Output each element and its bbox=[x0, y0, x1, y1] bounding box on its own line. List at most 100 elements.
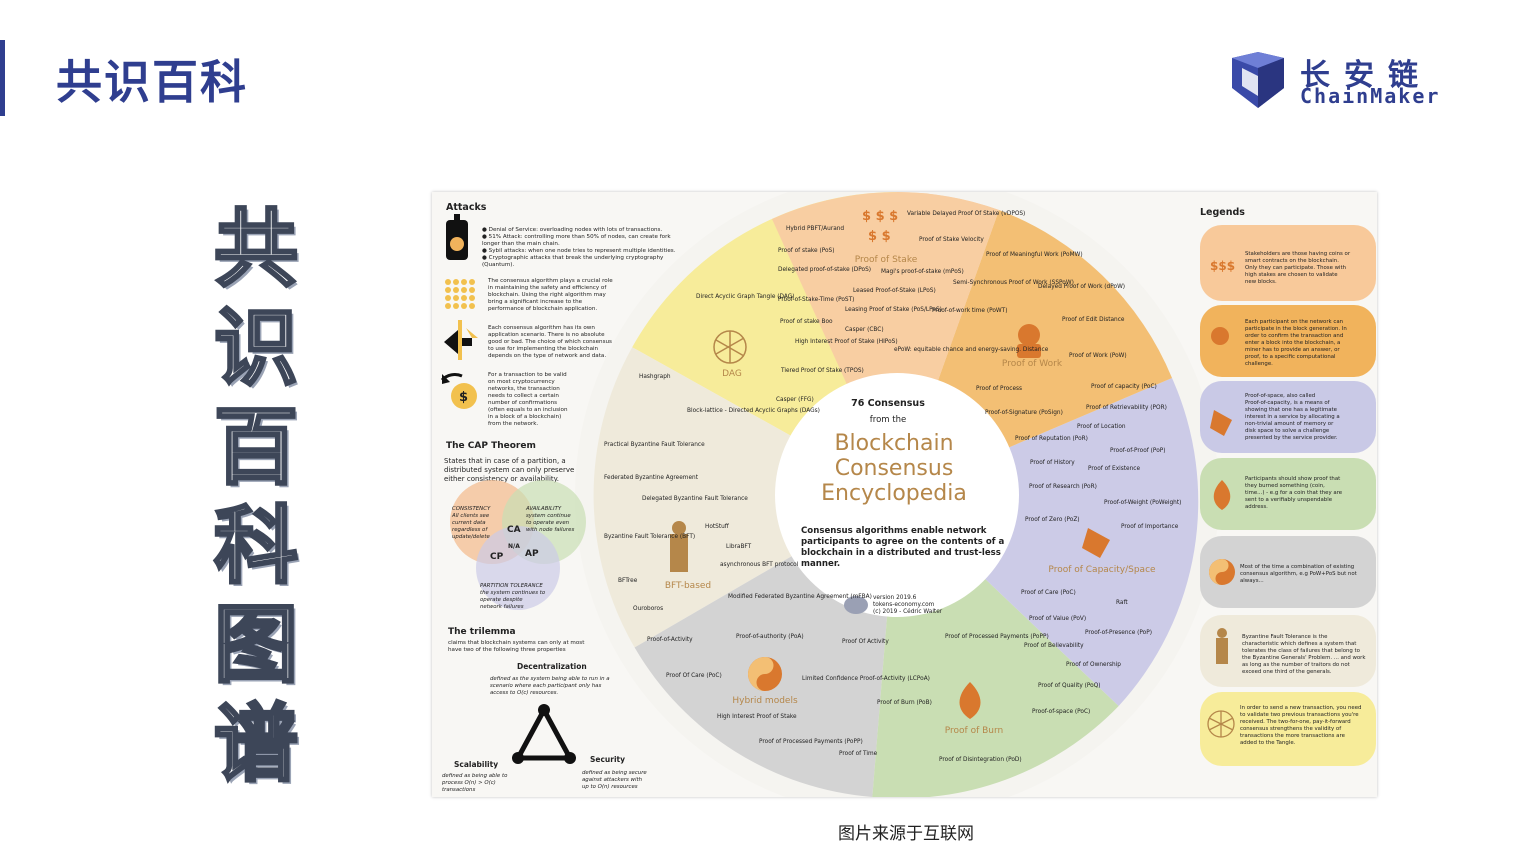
legend-text: to validate two previous transactions yo… bbox=[1240, 712, 1359, 718]
item-hybrid: Limited Confidence Proof-of-Activity (LC… bbox=[802, 676, 930, 682]
decentralization-text: defined as the system being able to run … bbox=[490, 676, 610, 682]
attacks-text: ● Cryptographic attacks that break the u… bbox=[482, 255, 664, 261]
cap-availability-text: system continue bbox=[526, 513, 571, 519]
burn-sector-content: Proof of Burn Proof of Processed Payment… bbox=[839, 634, 1049, 763]
legend-text: miner has to provide an answer, or bbox=[1245, 347, 1340, 353]
side-title: 共 识 百 科 图 谱 bbox=[210, 199, 302, 795]
item-hybrid: Proof-of-Activity bbox=[647, 637, 693, 643]
item-burn: Proof of Burn (PoB) bbox=[877, 700, 932, 706]
legend-text: challenge. bbox=[1245, 361, 1273, 367]
info-text: from the network. bbox=[488, 421, 538, 427]
legend-text: smart contracts on the blockchain. bbox=[1245, 258, 1339, 264]
legend-text: Byzantine Fault Tolerance is the bbox=[1242, 634, 1328, 640]
dollar-signs-icon: $ $ $ bbox=[862, 209, 898, 224]
legend-card-bft bbox=[1200, 615, 1376, 687]
legend-text: consensus strengthens the validity of bbox=[1240, 726, 1341, 732]
legend-text: they burned something (coin, bbox=[1245, 483, 1325, 489]
legend-text: Proof-of-space, also called bbox=[1245, 393, 1315, 399]
item-stake: Proof-of-Stake-Time (PoST) bbox=[778, 297, 854, 303]
item-bft: Modified Federated Byzantine Agreement (… bbox=[728, 594, 872, 600]
info-text: good or bad. The choice of which consens… bbox=[488, 339, 612, 345]
info-text: application scenario. There is no absolu… bbox=[488, 332, 605, 338]
item-stake: Casper (FFG) bbox=[776, 397, 814, 403]
category-label-stake: Proof of Stake bbox=[855, 255, 918, 265]
item-capacity: Proof of Value (PoV) bbox=[1029, 616, 1086, 622]
center-desc: manner. bbox=[801, 559, 840, 569]
item-bft: LibraBFT bbox=[726, 544, 752, 550]
legend-text: Participants should show proof that bbox=[1245, 476, 1340, 482]
legend-card-dag bbox=[1200, 692, 1376, 766]
item-stake: Tiered Proof Of Stake (TPOS) bbox=[780, 368, 864, 374]
cap-consistency-label: CONSISTENCY bbox=[452, 506, 491, 512]
legend-text: high stakes are chosen to validate bbox=[1245, 272, 1338, 278]
cap-availability-label: AVAILABILITY bbox=[525, 506, 562, 512]
center-title-line3: Encyclopedia bbox=[821, 481, 967, 506]
center-title-line2: Consensus bbox=[835, 456, 954, 481]
category-label-burn: Proof of Burn bbox=[945, 726, 1003, 736]
trilemma-triangle-icon bbox=[512, 704, 576, 764]
info-text: needs to collect a certain bbox=[488, 393, 559, 399]
item-dag: Direct Acyclic Graph Tangle (DAG) bbox=[696, 294, 795, 300]
info-text: blockchain. Using the right algorithm ma… bbox=[488, 292, 607, 298]
scalability-label: Scalability bbox=[454, 760, 498, 769]
item-stake: Casper (CBC) bbox=[845, 327, 884, 333]
legend-text: disk space to solve a challenge bbox=[1245, 428, 1330, 434]
legend-text: consensus algorithm, e.g PoW+PoS but not bbox=[1240, 571, 1357, 577]
info-text: in a block of a blockchain) bbox=[488, 414, 561, 420]
cap-availability-text: with node failures bbox=[526, 527, 574, 533]
item-capacity: Proof of Ownership bbox=[1066, 662, 1121, 668]
item-hybrid: Proof of Processed Payments (PoPP) bbox=[759, 739, 863, 745]
legend-text: Stakeholders are those having coins or bbox=[1245, 251, 1351, 257]
security-text: up to O(n) resources bbox=[582, 784, 638, 790]
center-desc: participants to agree on the contents of… bbox=[801, 537, 1004, 547]
item-stake: Magi's proof-of-stake (mPoS) bbox=[881, 269, 964, 275]
category-label-bft: BFT-based bbox=[665, 581, 711, 591]
legend-text: transactions the more transactions are bbox=[1240, 733, 1346, 739]
item-capacity: Proof of History bbox=[1030, 460, 1075, 466]
info-text: in maintaining the safety and efficiency… bbox=[488, 285, 607, 291]
item-capacity: Proof of Zero (PoZ) bbox=[1025, 517, 1080, 523]
item-capacity: Proof-of-Presence (PoP) bbox=[1085, 630, 1152, 636]
bft-sector-content: BFT-based Practical Byzantine Fault Tole… bbox=[604, 442, 872, 612]
consensus-encyclopedia-poster: .t{font-family:"DejaVu Sans",sans-serif;… bbox=[432, 192, 1377, 797]
item-work: Proof of Work (PoW) bbox=[1069, 353, 1127, 359]
item-capacity: Proof-of-Signature (PoSign) bbox=[985, 410, 1063, 416]
attacks-text: ● Sybil attacks: when one node tries to … bbox=[482, 248, 676, 254]
legend-text: received. The two-for-one, pay-it-forwar… bbox=[1240, 719, 1351, 725]
item-burn: Proof of Processed Payments (PoPP) bbox=[945, 634, 1049, 640]
info-text: depends on the type of network and data. bbox=[488, 353, 606, 359]
dots-grid-icon bbox=[445, 279, 475, 309]
legend-text: the Byzantine Generals' Problem. ... and… bbox=[1242, 655, 1366, 661]
legend-text: proof, to a specific computational bbox=[1245, 354, 1336, 360]
legend-text: presented by the service provider. bbox=[1245, 435, 1338, 441]
info-text: on most cryptocurrency bbox=[488, 379, 555, 385]
center-version: version 2019.6 bbox=[873, 595, 917, 601]
legend-text: sent to a verifiably unspendable bbox=[1245, 497, 1333, 503]
center-copyright: (c) 2019 - Cédric Walter bbox=[873, 608, 943, 615]
item-bft: Delegated Byzantine Fault Tolerance bbox=[642, 496, 748, 502]
legend-miner-icon bbox=[1211, 327, 1229, 345]
item-capacity: Proof of Process bbox=[976, 386, 1022, 392]
category-label-dag: DAG bbox=[722, 369, 742, 379]
item-bft: Byzantine Fault Tolerance (BFT) bbox=[604, 534, 695, 540]
legend-text: order to confirm the transaction and bbox=[1245, 333, 1343, 339]
cap-consistency-text: regardless of bbox=[452, 527, 488, 533]
item-work: ePoW: equitable chance and energy-saving… bbox=[894, 347, 1049, 353]
cap-circle-partition bbox=[476, 526, 560, 610]
item-capacity: Raft bbox=[1116, 600, 1128, 606]
item-bft: Federated Byzantine Agreement bbox=[604, 475, 699, 481]
legend-card-burn bbox=[1200, 458, 1376, 530]
side-title-char: 图 bbox=[212, 595, 299, 696]
item-capacity: Proof of Retrievability (POR) bbox=[1086, 405, 1167, 411]
legend-text: time...) - e.g for a coin that they are bbox=[1245, 490, 1343, 496]
item-work: Semi-Synchronous Proof of Work (SSPoW) bbox=[953, 280, 1074, 286]
item-capacity: Proof of Care (PoC) bbox=[1021, 590, 1076, 596]
item-capacity: Proof-of-Weight (PoWeight) bbox=[1104, 500, 1181, 506]
side-title-char: 识 bbox=[212, 298, 299, 399]
legend-text: address. bbox=[1245, 504, 1268, 510]
item-stake: Delegated proof-of-stake (DPoS) bbox=[778, 267, 871, 273]
side-title-char: 百 bbox=[212, 397, 299, 498]
attacks-text: longer than the main chain. bbox=[482, 241, 560, 247]
info-text: (often equals to an inclusion bbox=[488, 407, 568, 413]
item-work: Proof-of-work time (PoWT) bbox=[932, 308, 1007, 314]
